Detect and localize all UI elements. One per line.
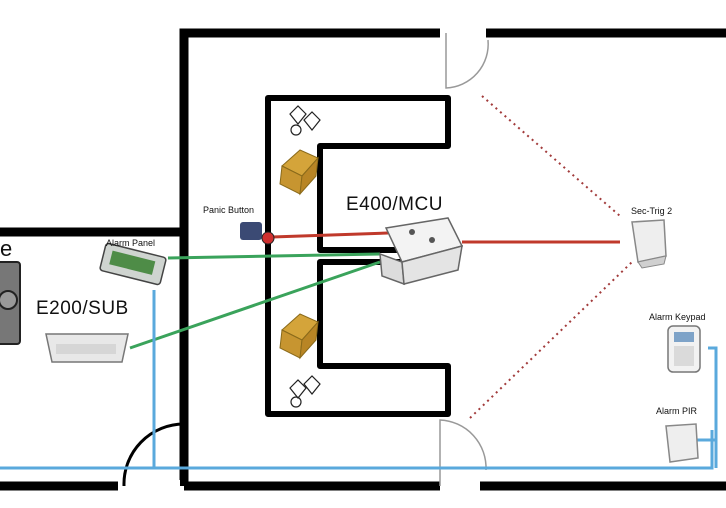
left-door-gap (120, 480, 180, 494)
e200-label: E200/SUB (36, 298, 129, 319)
sec-trig-label: Sec-Trig 2 (631, 206, 673, 216)
left-door (122, 422, 186, 487)
green-links (129, 252, 381, 350)
panic-button-icon (240, 222, 275, 245)
alarm-panel-device (99, 242, 167, 286)
alarm-keypad-label: Alarm Keypad (649, 312, 706, 322)
jewelry-icon (289, 105, 321, 136)
coverage-lines (469, 95, 633, 419)
walls (0, 28, 726, 491)
keypad-device (667, 325, 701, 373)
gold-bars-icon (279, 149, 319, 196)
red-links (271, 231, 620, 244)
pir-sensor (665, 423, 699, 463)
blue-wiring (0, 290, 718, 470)
alarm-pir-label: Alarm PIR (656, 406, 698, 416)
e400-label: E400/MCU (346, 194, 443, 215)
safe-icon (0, 261, 21, 345)
doors (439, 33, 489, 486)
sec-trig-sensor (631, 219, 667, 269)
top-door-gap (440, 26, 486, 40)
gold-bars-icon (279, 313, 319, 360)
e400-device (379, 217, 464, 286)
e200-device (45, 333, 129, 363)
panic-button-label: Panic Button (203, 205, 255, 215)
alarm-panel-label: Alarm Panel (106, 238, 156, 248)
jewelry-icon (289, 375, 321, 408)
partial-room-label: e (0, 236, 13, 261)
